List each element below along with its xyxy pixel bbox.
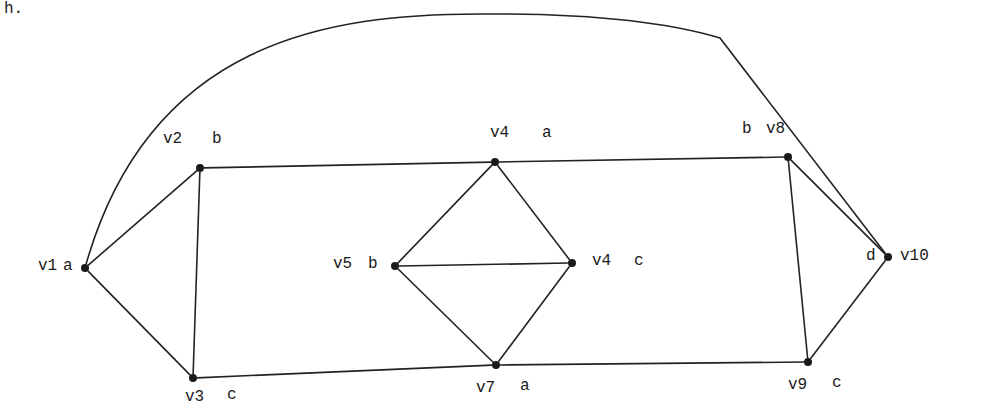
graph-edge [498,266,569,362]
graph-vertex: v1a [81,264,89,272]
graph-edge [204,162,491,168]
graph-edge [88,171,197,266]
vertex-name: v7 [476,379,495,397]
vertex-color: a [520,377,530,395]
vertex-color: d [866,247,876,265]
vertex-name: v4 [592,252,611,270]
vertex-name: v10 [900,247,929,265]
graph-edge [197,365,492,378]
graph-edge [399,263,568,266]
vertex-color: c [832,374,842,392]
graph-edge [500,362,804,365]
graph-vertex: v2b [196,164,204,172]
vertex-color: b [368,255,378,273]
graph-vertex: v10d [884,253,892,261]
vertex-name: v2 [163,130,182,148]
graph-edge [193,172,200,374]
graph-vertex: v4a [491,158,499,166]
graph-edge [398,165,492,263]
vertex-name: v5 [333,255,352,273]
graph-vertex: v4c [568,259,576,267]
vertex-color: b [742,120,752,138]
graph-vertex: v7a [492,361,500,369]
graph-vertex: v9c [804,358,812,366]
vertex-name: v1 [38,257,57,275]
graph-vertex: v3c [189,374,197,382]
graph-edge [497,165,569,260]
graph-edge [88,271,190,375]
graph-edge [499,157,784,162]
graph-edge [788,161,807,358]
graph-edge [86,14,885,264]
page-fragment: h. [4,0,23,18]
graph-edge [810,260,885,359]
vertex-name: v4 [490,124,509,142]
vertex-color: a [63,257,73,275]
graph-vertex: v5b [391,262,399,270]
graph-vertex: v8b [784,153,792,161]
graph-edge [398,269,493,362]
vertex-name: v8 [766,120,785,138]
vertex-name: v3 [185,388,204,406]
vertex-color: a [542,124,552,142]
vertex-color: c [634,252,644,270]
vertex-name: v9 [788,376,807,394]
vertex-color: b [212,130,222,148]
graph-edge [791,160,885,254]
vertex-color: c [227,386,237,404]
